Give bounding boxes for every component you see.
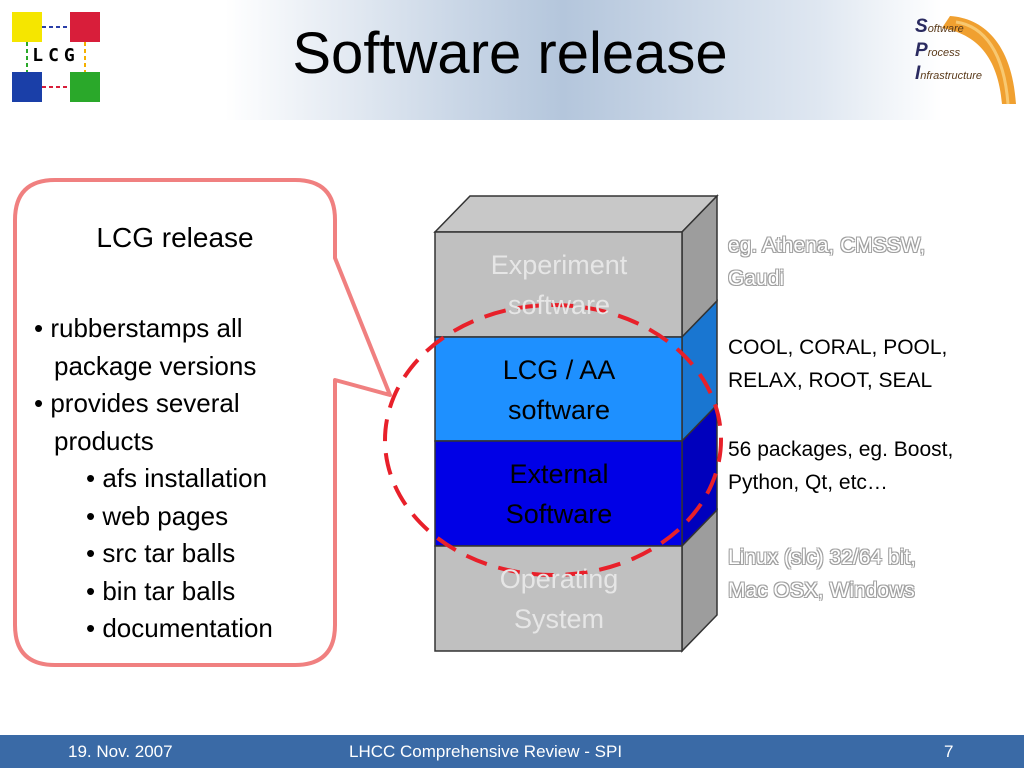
stack-layer-label-line: Software [505,499,613,529]
stack-layer-label: Experiment software [435,245,683,325]
callout-bullet-item: • provides several [34,388,240,418]
layer-description-line: Gaudi [728,267,785,290]
stack-layer-label-line: software [507,290,611,320]
layer-description-line: RELAX, ROOT, SEAL [728,369,933,392]
spi-logo-word: oftware [927,23,964,35]
callout-title: LCG release [96,222,254,253]
spi-logo-word: nfrastructure [920,70,983,82]
stack-layer-label-line: Operating [499,564,619,594]
stack-layer-label-line: software [507,395,611,425]
callout-bullet-item: • src tar balls [86,538,236,568]
stack-layer-label-line: LCG / AA [502,355,616,385]
footer-center-text: LHCC Comprehensive Review - SPI [349,742,623,761]
stack-layer-external [434,440,683,547]
callout-bullet-list: • rubberstamps all package versions • prov… [34,310,273,648]
layer-description: eg. Athena, CMSSW, Gaudi [728,229,925,295]
title-banner [0,0,1024,120]
layer-description-line: eg. Athena, CMSSW, [728,234,926,257]
callout-bullet-item: • documentation [86,613,273,643]
footer-date: 19. Nov. 2007 [68,742,173,761]
spi-logo-initial: P [915,40,928,61]
layer-description: 56 packages, eg. Boost, Python, Qt, etc… [728,433,953,499]
stack-layer-label-line: External [509,459,609,489]
layer-description: Linux (slc) 32/64 bit, Mac OSX, Windows [728,541,916,607]
stack-top-face [433,195,719,233]
stack-layer-label-line: Experiment [490,250,628,280]
spi-logo-initial: I [915,63,921,84]
stack-layer-lcg-aa [434,336,683,442]
layer-description-line: COOL, CORAL, POOL, [728,336,948,359]
layer-description: COOL, CORAL, POOL, RELAX, ROOT, SEAL [728,331,947,397]
spi-logo-line: Process [915,40,960,62]
stack-layer-operating-system [434,545,683,652]
layer-description-line: 56 packages, eg. Boost, [728,438,954,461]
layer-description-line: Linux (slc) 32/64 bit, [728,546,916,569]
layer-description-line: Python, Qt, etc… [728,471,888,494]
callout-bullet-item: • afs installation [86,463,268,493]
stack-layer-label-line: System [513,604,605,634]
highlight-ellipse [383,303,723,577]
callout-bullet-item: products [54,425,154,456]
spi-logo-word: rocess [927,47,961,59]
lcg-logo-text: LCG [32,45,80,66]
footer-bar: 19. Nov. 2007 LHCC Comprehensive Review … [0,735,1024,768]
callout-bullet-item: • rubberstamps all [34,313,243,343]
stack-layer-experiment [434,231,683,338]
layer-description-line: Mac OSX, Windows [728,579,915,602]
slide-title: Software release [292,21,728,86]
callout-bullet-item: package versions [54,350,257,381]
spi-logo-line: Software [915,16,964,38]
spi-logo-initial: S [915,16,928,37]
spi-logo-line: Infrastructure [915,63,982,85]
callout-bullet-item: • bin tar balls [86,575,236,606]
stack-layer-label: LCG / AA software [435,350,683,430]
footer-page-number: 7 [944,742,954,761]
spi-logo [942,16,1016,105]
lcg-logo [12,12,100,102]
callout-bullet-item: • web pages [86,500,229,531]
